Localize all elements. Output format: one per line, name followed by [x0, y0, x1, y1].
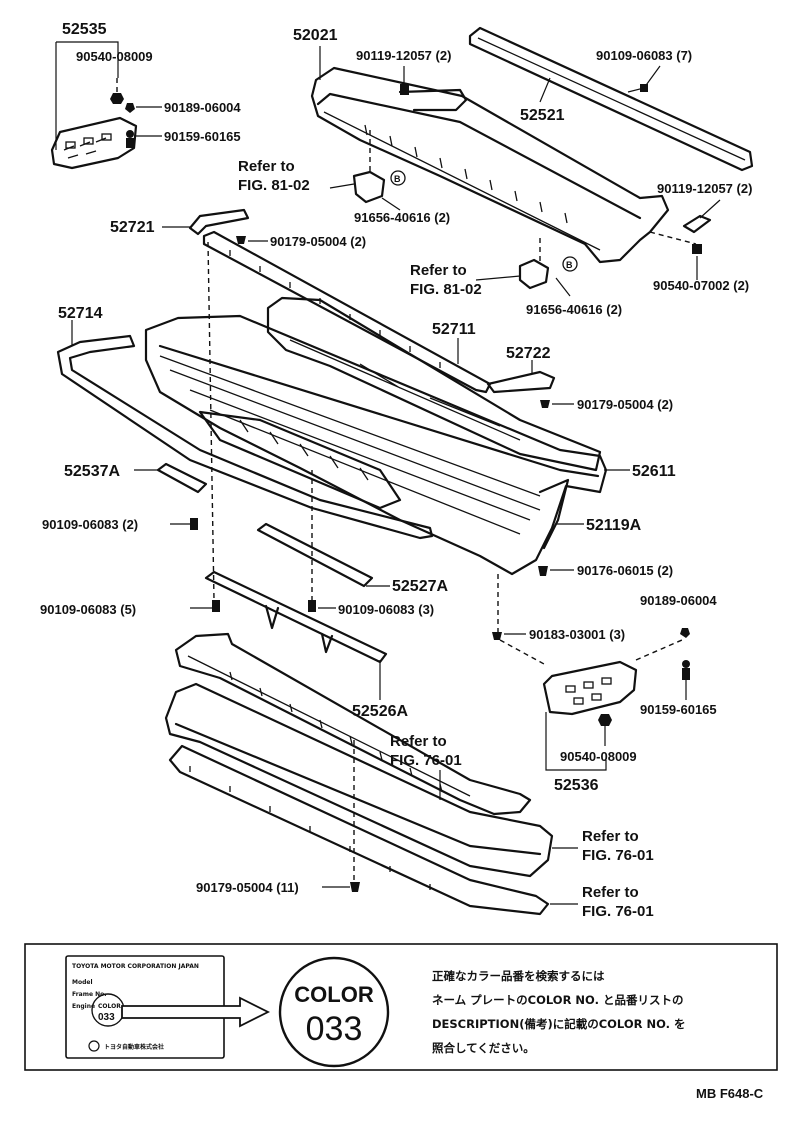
label-90540-08009-top: 90540-08009: [76, 49, 153, 64]
screw-90109-06083-7: [627, 65, 661, 93]
label-90159-60165-top: 90159-60165: [164, 129, 241, 144]
label-90109-06083-7: 90109-06083 (7): [596, 48, 692, 63]
label-90179-05004-11: 90179-05004 (11): [196, 880, 299, 895]
strip-52521: [468, 26, 754, 172]
strip-52711: [202, 230, 492, 394]
label-52521: 52521: [520, 107, 565, 124]
screw-90109-06083-3: [308, 600, 336, 612]
label-90159-60165-bot: 90159-60165: [640, 702, 717, 717]
bolt-90119-12057-a: [400, 66, 409, 95]
plate-52537A: [156, 462, 208, 494]
fastener-group-bottom-right: [492, 628, 690, 746]
label-91656-40616-a: 91656-40616 (2): [354, 210, 450, 225]
clip-90179-05004-b: [540, 400, 574, 408]
bumper-cover-52119A: [144, 314, 608, 576]
label-52527A: 52527A: [392, 578, 448, 595]
assembly-line-left: [207, 241, 215, 601]
bracket-52535: [50, 116, 138, 170]
label-90119-12057-a: 90119-12057 (2): [356, 48, 451, 63]
fastener-group-top-left: [110, 78, 162, 148]
plate-row-1: Model: [72, 979, 93, 986]
label-52536: 52536: [554, 777, 599, 794]
badge-code: 033: [306, 1010, 363, 1048]
leader-52535: [55, 41, 119, 150]
clip-90176-06015: [538, 566, 574, 576]
color-badge: COLOR 033: [278, 956, 390, 1068]
label-52611: 52611: [632, 463, 676, 480]
ref-81-02-a-line2: FIG. 81-02: [238, 177, 310, 194]
leader-52521: [539, 77, 551, 103]
label-90189-06004-top: 90189-06004: [164, 100, 241, 115]
molding-52721: [188, 208, 250, 236]
label-90179-05004-2a: 90179-05004 (2): [270, 234, 366, 249]
callout-b-a: B: [394, 174, 401, 184]
bracket-ref-81-02-b: B: [475, 238, 578, 297]
label-52535: 52535: [62, 21, 107, 38]
label-52714: 52714: [58, 305, 103, 322]
ref-81-02-b-line1: Refer to: [410, 262, 467, 279]
label-90119-12057-b: 90119-12057 (2): [657, 181, 752, 196]
reinforcement-52021: [310, 66, 670, 264]
plate-color-label: COLOR: [98, 1003, 121, 1010]
ref-76-01-b-line1: Refer to: [582, 828, 639, 845]
clip-90179-05004-a: [236, 236, 268, 244]
molding-52714: [56, 334, 434, 540]
label-52537A: 52537A: [64, 463, 120, 480]
label-90183-03001: 90183-03001 (3): [529, 627, 625, 642]
label-90179-05004-2b: 90179-05004 (2): [577, 397, 673, 412]
plate-color-code: 033: [98, 1012, 115, 1023]
label-90109-06083-3: 90109-06083 (3): [338, 602, 434, 617]
label-52711: 52711: [432, 321, 476, 338]
molding-52722: [486, 370, 556, 394]
ref-76-01-c-line2: FIG. 76-01: [582, 903, 654, 920]
instruction-line-3: DESCRIPTION(備考)に記載のCOLOR NO. を: [432, 1017, 686, 1031]
label-90189-06004-bot: 90189-06004: [640, 593, 717, 608]
lower-reinforcement: [174, 632, 532, 816]
plate-row-2: Frame No.: [72, 991, 107, 998]
strip-52527A: [256, 522, 374, 588]
label-52721: 52721: [110, 219, 155, 236]
ref-81-02-b-line2: FIG. 81-02: [410, 281, 482, 298]
instruction-line-2: ネーム プレートのCOLOR NO. と品番リストの: [432, 993, 683, 1007]
energy-absorber-52611: [266, 296, 602, 472]
color-note-box: TOYOTA MOTOR CORPORATION JAPAN Model Fra…: [24, 943, 778, 1071]
figure-code: MB F648-C: [696, 1086, 764, 1101]
callout-b-b: B: [566, 260, 573, 270]
bracket-52536: [542, 660, 638, 716]
label-52119A: 52119A: [586, 517, 642, 534]
nut-90540-07002: [649, 231, 702, 280]
badge-label: COLOR: [294, 982, 374, 1007]
label-52021: 52021: [293, 27, 338, 44]
ref-81-02-a-line1: Refer to: [238, 158, 295, 175]
ref-76-01-a-line2: FIG. 76-01: [390, 752, 462, 769]
ref-76-01-c-line1: Refer to: [582, 884, 639, 901]
label-52526A: 52526A: [352, 703, 408, 720]
label-91656-40616-b: 91656-40616 (2): [526, 302, 622, 317]
plate-title: TOYOTA MOTOR CORPORATION JAPAN: [72, 963, 199, 970]
lower-bumper-face: [164, 682, 554, 878]
screw-90109-06083-2: [170, 518, 198, 530]
reinforcement-52526A: [204, 570, 388, 664]
bolt-90119-12057-b: [682, 199, 721, 234]
label-90540-07002: 90540-07002 (2): [653, 278, 749, 293]
label-52722: 52722: [506, 345, 551, 362]
label-90176-06015: 90176-06015 (2): [577, 563, 673, 578]
ref-76-01-a-line1: Refer to: [390, 733, 447, 750]
label-90109-06083-5: 90109-06083 (5): [40, 602, 136, 617]
label-90540-08009-bot: 90540-08009: [560, 749, 637, 764]
lower-bumper-strip: [168, 744, 550, 916]
clip-90179-05004-11: [322, 882, 360, 892]
label-90109-06083-2: 90109-06083 (2): [42, 517, 138, 532]
plate-maker: トヨタ自動車株式会社: [104, 1043, 164, 1051]
arrow-to-badge: [121, 996, 271, 1028]
bracket-ref-81-02-a: B: [329, 130, 406, 211]
instruction-line-1: 正確なカラー品番を検索するには: [432, 969, 605, 983]
screw-90109-06083-5: [190, 600, 220, 612]
leader-52536: [545, 712, 607, 771]
instruction-line-4: 照合してください。: [432, 1041, 535, 1055]
ref-76-01-b-line2: FIG. 76-01: [582, 847, 654, 864]
plate-row-3: Engine: [72, 1003, 95, 1010]
